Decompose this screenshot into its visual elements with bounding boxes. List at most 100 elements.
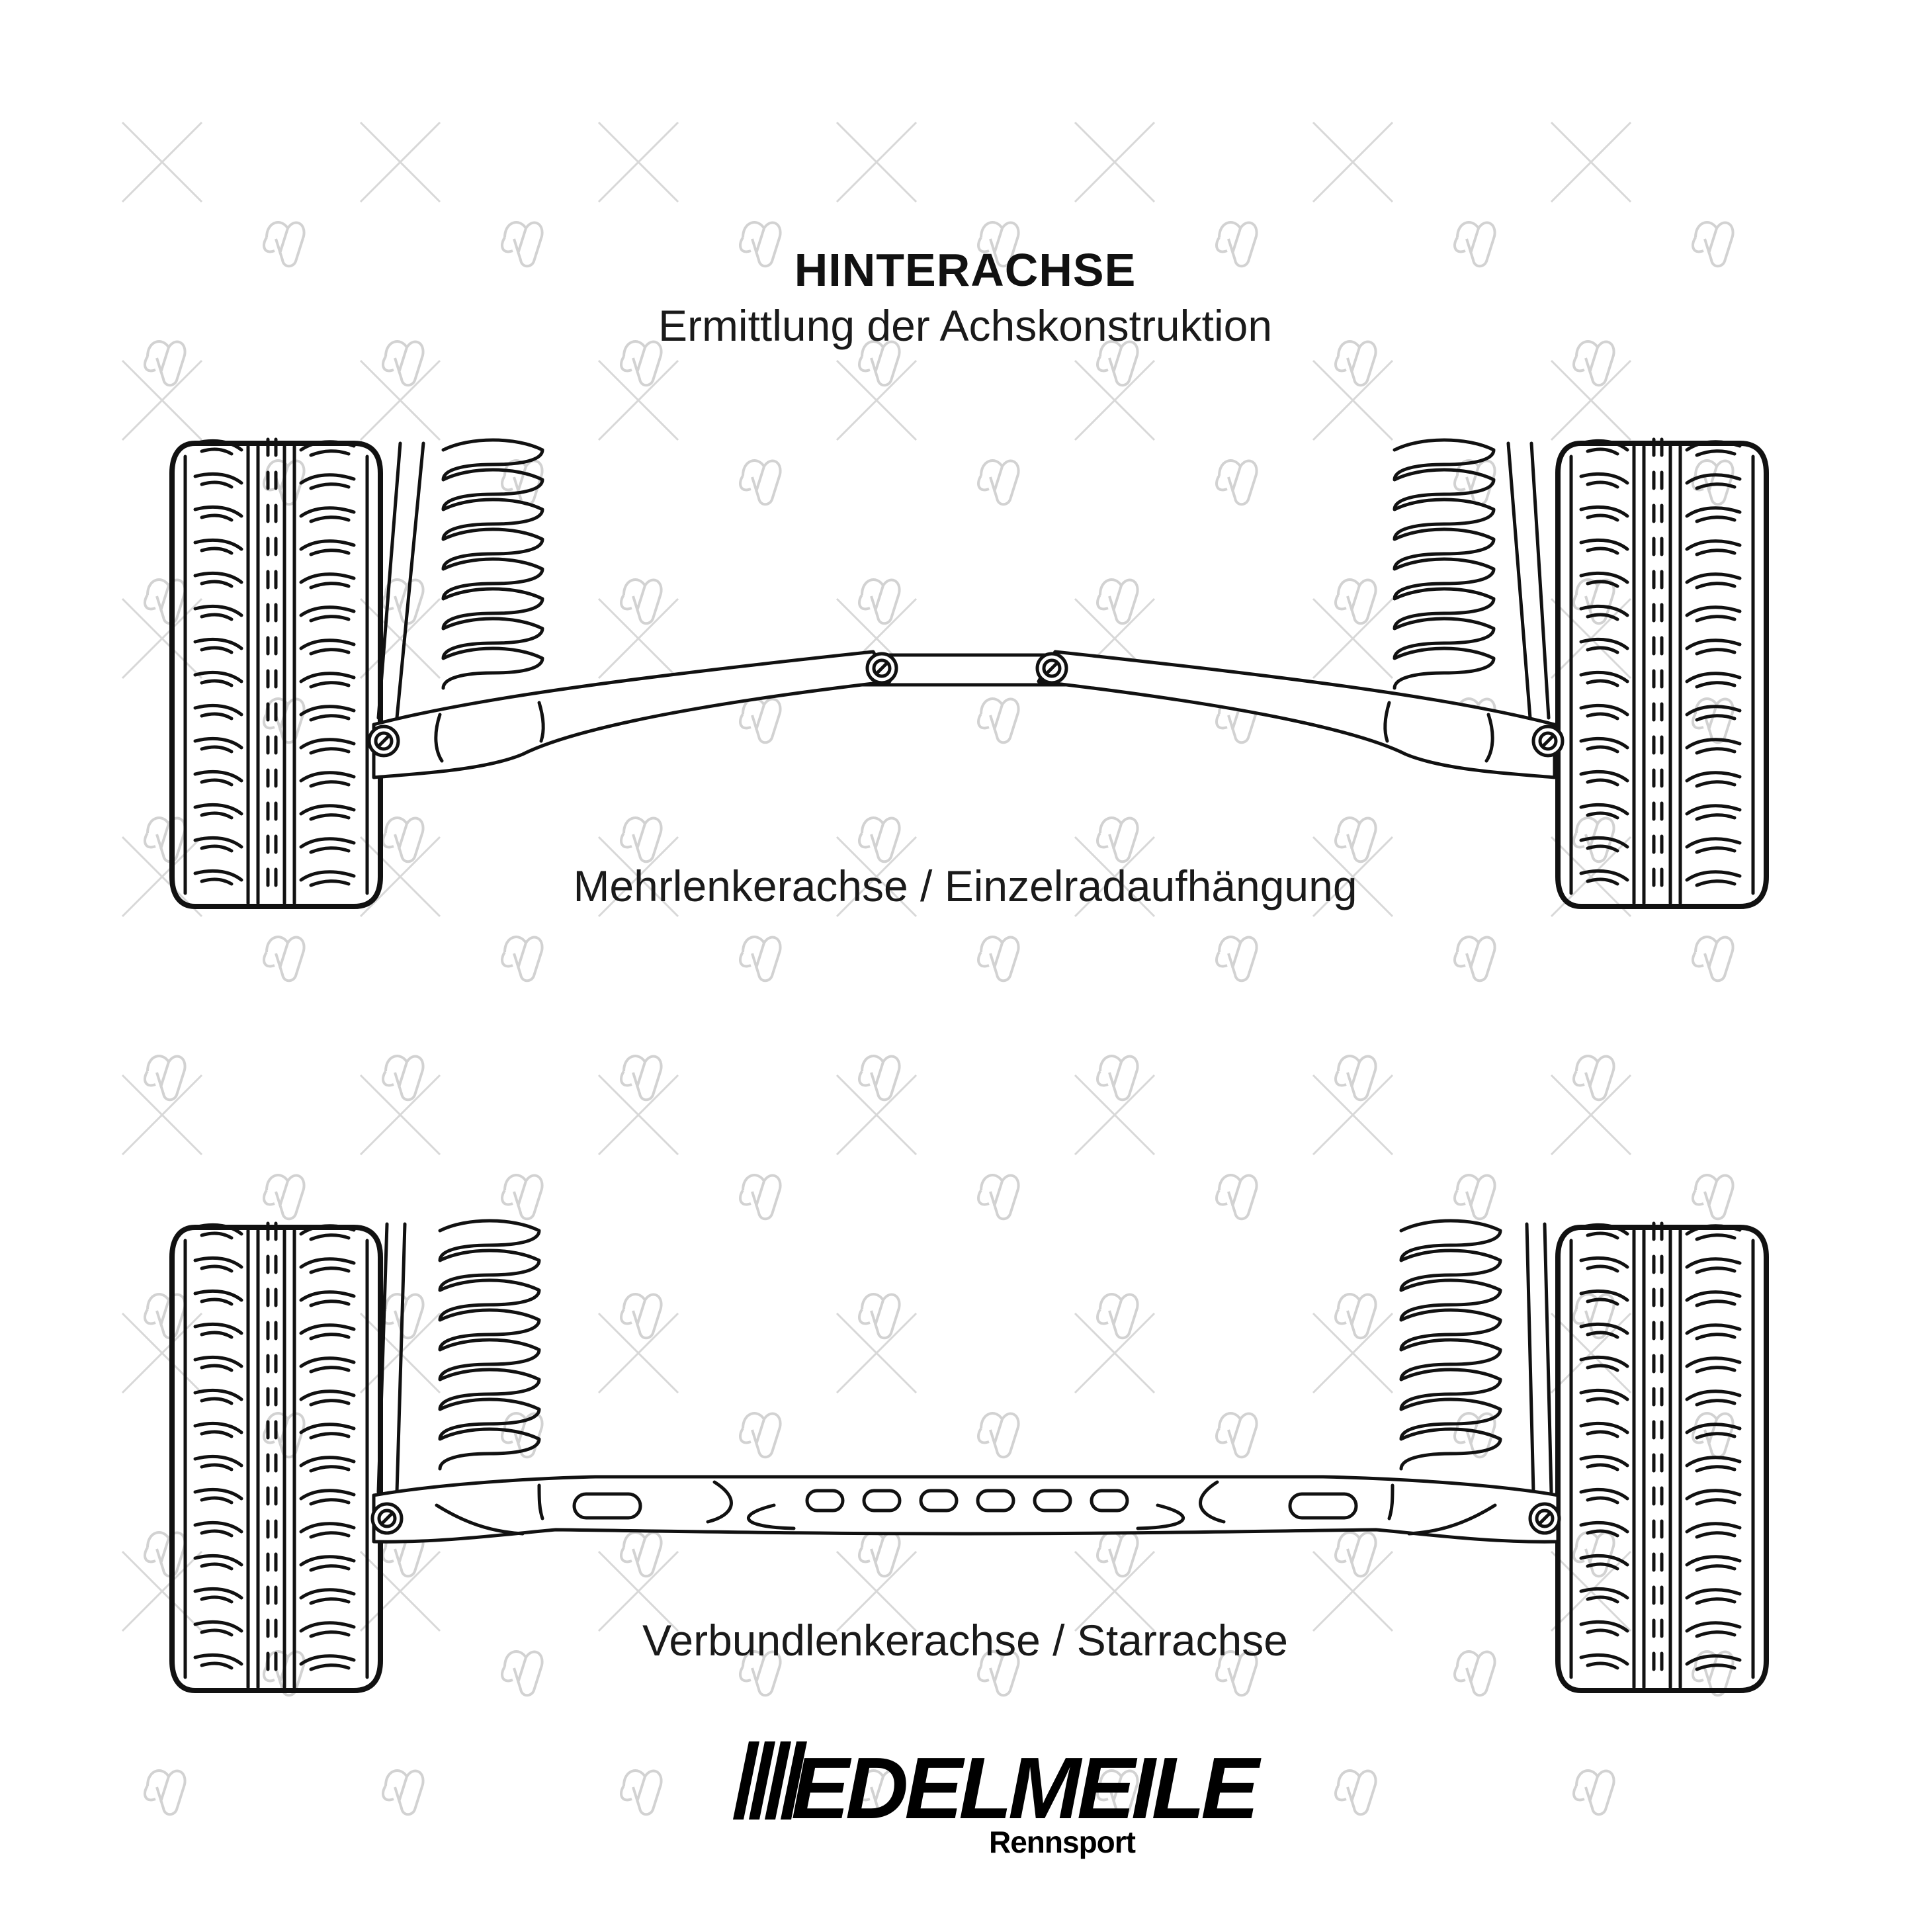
watermark-logo-icon	[977, 1174, 1020, 1221]
strut	[1525, 1222, 1535, 1494]
tire-tread	[195, 539, 354, 554]
watermark-logo-icon	[1572, 1769, 1615, 1816]
watermark-logo-icon	[382, 1055, 425, 1102]
tire-tread	[195, 737, 354, 753]
strut	[376, 1222, 389, 1494]
strut	[395, 1222, 407, 1494]
tire-icon	[172, 439, 380, 906]
tire-icon	[1558, 1223, 1766, 1690]
watermark-logo-icon	[1096, 1531, 1139, 1578]
watermark-logo-icon	[144, 816, 187, 863]
watermark-logo-icon	[1453, 1650, 1496, 1697]
tire-tread	[1581, 1521, 1740, 1537]
strut	[376, 441, 402, 720]
watermark-line	[836, 1550, 918, 1632]
watermark-logo-icon	[144, 1055, 187, 1102]
watermark-line	[1550, 359, 1632, 441]
tire-tread	[195, 1256, 354, 1272]
tire-tread	[195, 1653, 354, 1669]
tire-tread	[1581, 1256, 1740, 1272]
twistbeam-caption: Verbundlenkerachse / Starrachse	[642, 1616, 1288, 1665]
bushing-icon	[867, 654, 896, 683]
watermark-logo-icon	[144, 1769, 187, 1816]
watermark-logo-icon	[1453, 221, 1496, 268]
tire-tread	[195, 605, 354, 621]
watermark-logo-icon	[501, 936, 544, 983]
control-arm-left	[372, 650, 892, 779]
watermark-line	[121, 359, 203, 441]
watermark-logo-icon	[977, 1412, 1020, 1459]
watermark-logo-icon	[977, 936, 1020, 983]
tire-tread	[1581, 1554, 1740, 1570]
brand-speed-lines	[733, 1741, 807, 1820]
bushing-icon	[1533, 726, 1563, 756]
watermark-logo-icon	[620, 1769, 663, 1816]
watermark-logo-icon	[739, 1174, 782, 1221]
watermark-logo-icon	[858, 816, 901, 863]
watermark-line	[836, 836, 918, 918]
watermark-line	[1550, 1550, 1632, 1632]
tire-tread	[1581, 836, 1740, 852]
tire-tread	[1581, 737, 1740, 753]
watermark-logo-icon	[144, 1531, 187, 1578]
watermark-line	[1312, 1312, 1394, 1394]
tire-tread	[195, 1389, 354, 1405]
watermark-logo-icon	[1692, 221, 1735, 268]
tire-tread	[195, 836, 354, 852]
watermark-logo-icon	[144, 1293, 187, 1340]
tire-tread	[195, 1587, 354, 1603]
twist-beam	[372, 1475, 1560, 1544]
watermark-logo-icon	[501, 221, 544, 268]
watermark-logo-icon	[501, 1650, 544, 1697]
tire-tread	[195, 770, 354, 786]
watermark-logo-icon	[858, 1293, 901, 1340]
watermark-line	[1074, 121, 1156, 203]
watermark-logo-icon	[1215, 459, 1258, 506]
watermark-logo-icon	[620, 340, 663, 387]
tire-icon	[1558, 439, 1766, 906]
watermark-logo-icon	[382, 816, 425, 863]
tire-tread	[195, 1290, 354, 1305]
tire-tread	[1581, 505, 1740, 521]
watermark-line	[359, 1074, 441, 1156]
watermark-line	[597, 836, 679, 918]
tire-tread	[1581, 1356, 1740, 1372]
tire-icon	[172, 1223, 380, 1690]
tire-tread	[1581, 472, 1740, 488]
watermark-logo-icon	[739, 221, 782, 268]
watermark-line	[121, 1550, 203, 1632]
watermark-line	[1074, 1312, 1156, 1394]
coil-spring-icon	[440, 1221, 539, 1469]
brand-logo: EDELMEILE Rennsport	[733, 1739, 1266, 1859]
watermark-line	[1312, 121, 1394, 203]
watermark-logo-icon	[1453, 1174, 1496, 1221]
watermark-logo-icon	[1215, 936, 1258, 983]
watermark-line	[359, 121, 441, 203]
watermark-logo-icon	[1334, 1055, 1377, 1102]
watermark-logo-icon	[1334, 816, 1377, 863]
page-subtitle: Ermittlung der Achskonstruktion	[658, 301, 1272, 350]
tire-tread	[195, 671, 354, 687]
watermark-line	[121, 597, 203, 680]
watermark-line	[597, 359, 679, 441]
tire-tread	[195, 1620, 354, 1636]
page-title: HINTERACHSE	[794, 244, 1137, 296]
watermark-logo-icon	[858, 578, 901, 625]
tire-tread	[195, 472, 354, 488]
watermark-line	[359, 597, 441, 680]
twistbeam-axle-diagram: Verbundlenkerachse / Starrachse	[172, 1221, 1766, 1690]
tire-tread	[1581, 1488, 1740, 1504]
watermark-line	[1074, 1550, 1156, 1632]
watermark-logo-icon	[1572, 1055, 1615, 1102]
watermark-logo-icon	[1215, 221, 1258, 268]
strut	[1543, 1222, 1553, 1494]
watermark-line	[1312, 1074, 1394, 1156]
watermark-logo-icon	[263, 221, 306, 268]
watermark-logo-icon	[620, 578, 663, 625]
tire-tread	[1581, 1587, 1740, 1603]
watermark-line	[121, 1074, 203, 1156]
watermark-logo-icon	[620, 816, 663, 863]
bushing-icon	[369, 726, 398, 756]
watermark-line	[1550, 1074, 1632, 1156]
tire-tread	[1581, 1455, 1740, 1471]
